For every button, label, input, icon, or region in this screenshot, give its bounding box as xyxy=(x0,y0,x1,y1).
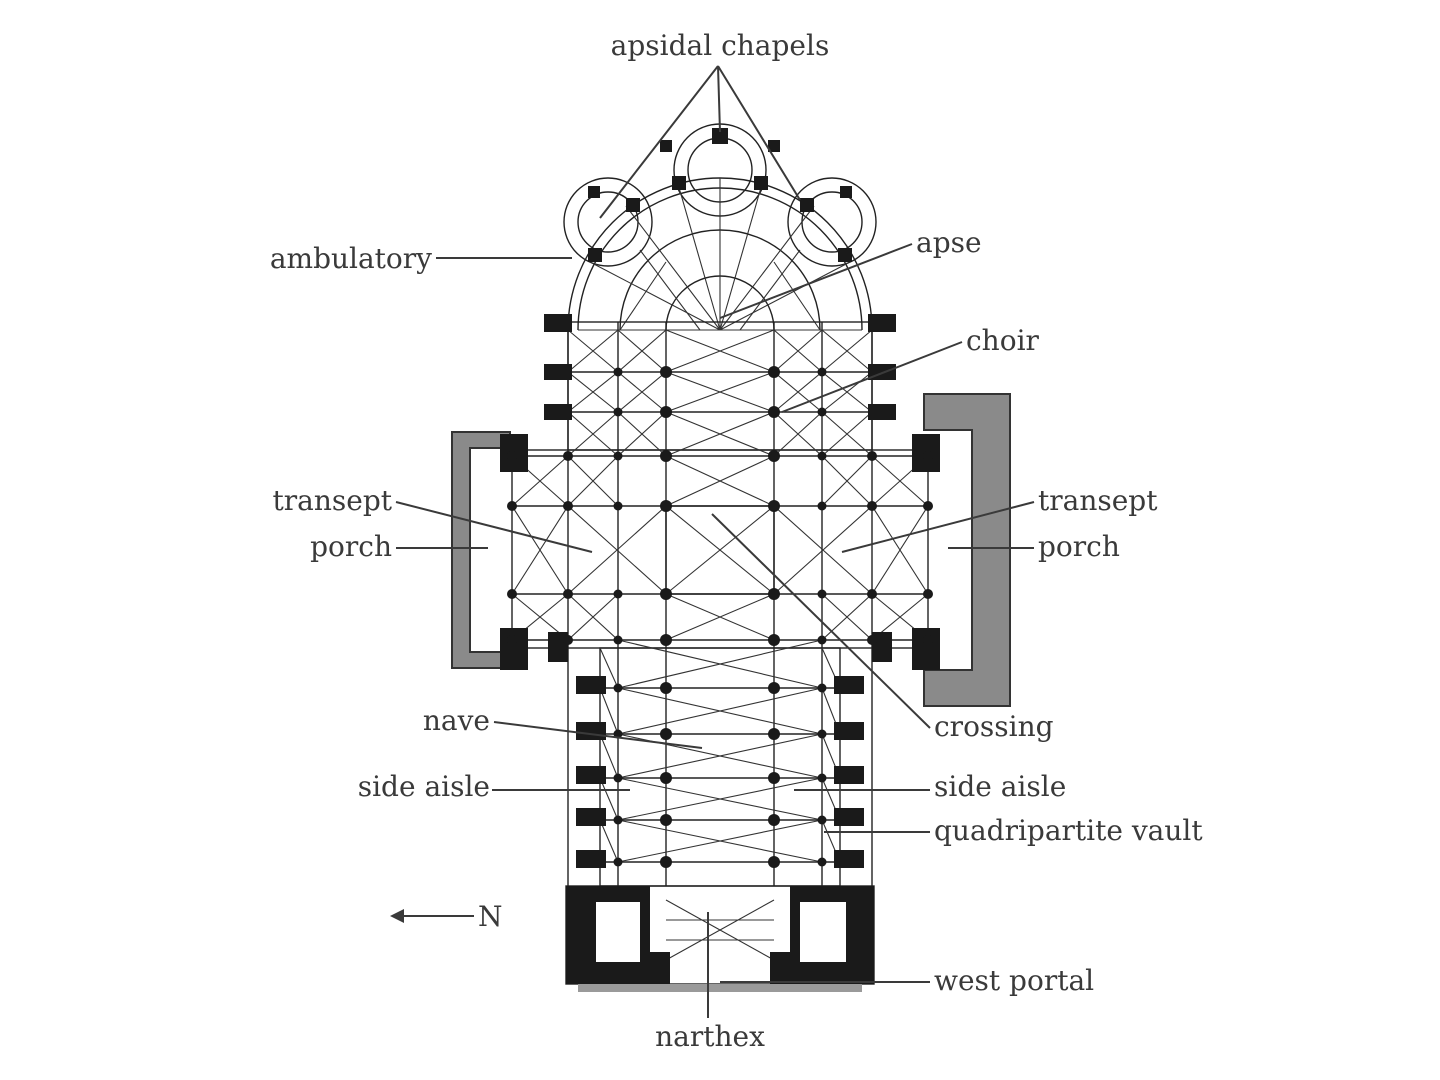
column-pier xyxy=(613,367,623,377)
column-pier xyxy=(563,501,573,511)
column-pier xyxy=(563,451,573,461)
column-pier xyxy=(867,589,877,599)
outer-walls xyxy=(511,321,929,985)
column-pier xyxy=(923,635,933,645)
column-pier xyxy=(923,451,933,461)
column-pier xyxy=(613,773,623,783)
column-pier xyxy=(768,682,780,694)
column-pier xyxy=(817,773,827,783)
piers xyxy=(500,128,940,984)
label-transept-left: transept xyxy=(273,484,393,517)
column-pier xyxy=(660,634,672,646)
label-apse: apse xyxy=(916,226,982,259)
column-pier xyxy=(768,450,780,462)
label-side-aisle-right: side aisle xyxy=(934,770,1066,803)
column-pier xyxy=(660,814,672,826)
column-pier xyxy=(817,367,827,377)
column-pier xyxy=(660,588,672,600)
column-pier xyxy=(613,635,623,645)
column-pier xyxy=(768,856,780,868)
column-pier xyxy=(817,729,827,739)
column-pier xyxy=(768,728,780,740)
column-pier xyxy=(768,366,780,378)
column-pier xyxy=(817,501,827,511)
column-pier xyxy=(507,501,517,511)
column-pier xyxy=(768,588,780,600)
label-west-portal: west portal xyxy=(934,964,1094,997)
column-pier xyxy=(817,683,827,693)
column-pier xyxy=(867,451,877,461)
label-porch-left: porch xyxy=(310,530,392,563)
column-pier xyxy=(817,451,827,461)
label-ambulatory: ambulatory xyxy=(270,242,432,275)
north-arrow-icon xyxy=(390,909,474,923)
column-pier xyxy=(817,857,827,867)
label-crossing: crossing xyxy=(934,710,1054,743)
label-north: N xyxy=(478,900,503,933)
column-pier xyxy=(613,683,623,693)
column-pier xyxy=(563,589,573,599)
column-pier xyxy=(613,501,623,511)
label-narthex: narthex xyxy=(655,1020,765,1053)
column-pier xyxy=(660,500,672,512)
column-pier xyxy=(817,589,827,599)
column-pier xyxy=(768,406,780,418)
column-pier xyxy=(768,814,780,826)
column-pier xyxy=(768,500,780,512)
column-pier xyxy=(507,589,517,599)
column-pier xyxy=(817,635,827,645)
column-pier xyxy=(768,772,780,784)
column-pier xyxy=(660,682,672,694)
column-pier xyxy=(660,728,672,740)
column-pier xyxy=(613,815,623,825)
column-dots xyxy=(507,366,933,868)
arcade-lines xyxy=(512,322,928,886)
column-pier xyxy=(660,366,672,378)
label-porch-right: porch xyxy=(1038,530,1120,563)
label-quadripartite-vault: quadripartite vault xyxy=(934,814,1203,847)
column-pier xyxy=(613,451,623,461)
column-pier xyxy=(660,856,672,868)
column-pier xyxy=(817,815,827,825)
column-pier xyxy=(660,772,672,784)
column-pier xyxy=(613,857,623,867)
column-pier xyxy=(613,407,623,417)
label-nave: nave xyxy=(423,704,490,737)
apse-ambulatory-group xyxy=(567,177,873,331)
column-pier xyxy=(923,589,933,599)
column-pier xyxy=(660,450,672,462)
column-pier xyxy=(867,501,877,511)
leader-lines xyxy=(395,65,1035,1018)
label-side-aisle-left: side aisle xyxy=(358,770,490,803)
label-transept-right: transept xyxy=(1038,484,1158,517)
column-pier xyxy=(768,634,780,646)
column-pier xyxy=(817,407,827,417)
west-portal-step xyxy=(578,984,862,992)
column-pier xyxy=(660,406,672,418)
column-pier xyxy=(507,635,517,645)
vault-ribs xyxy=(511,329,929,961)
label-choir: choir xyxy=(966,324,1040,357)
column-pier xyxy=(563,635,573,645)
label-apsidal-chapels: apsidal chapels xyxy=(611,29,830,62)
column-pier xyxy=(613,589,623,599)
column-pier xyxy=(507,451,517,461)
column-pier xyxy=(923,501,933,511)
column-pier xyxy=(867,635,877,645)
